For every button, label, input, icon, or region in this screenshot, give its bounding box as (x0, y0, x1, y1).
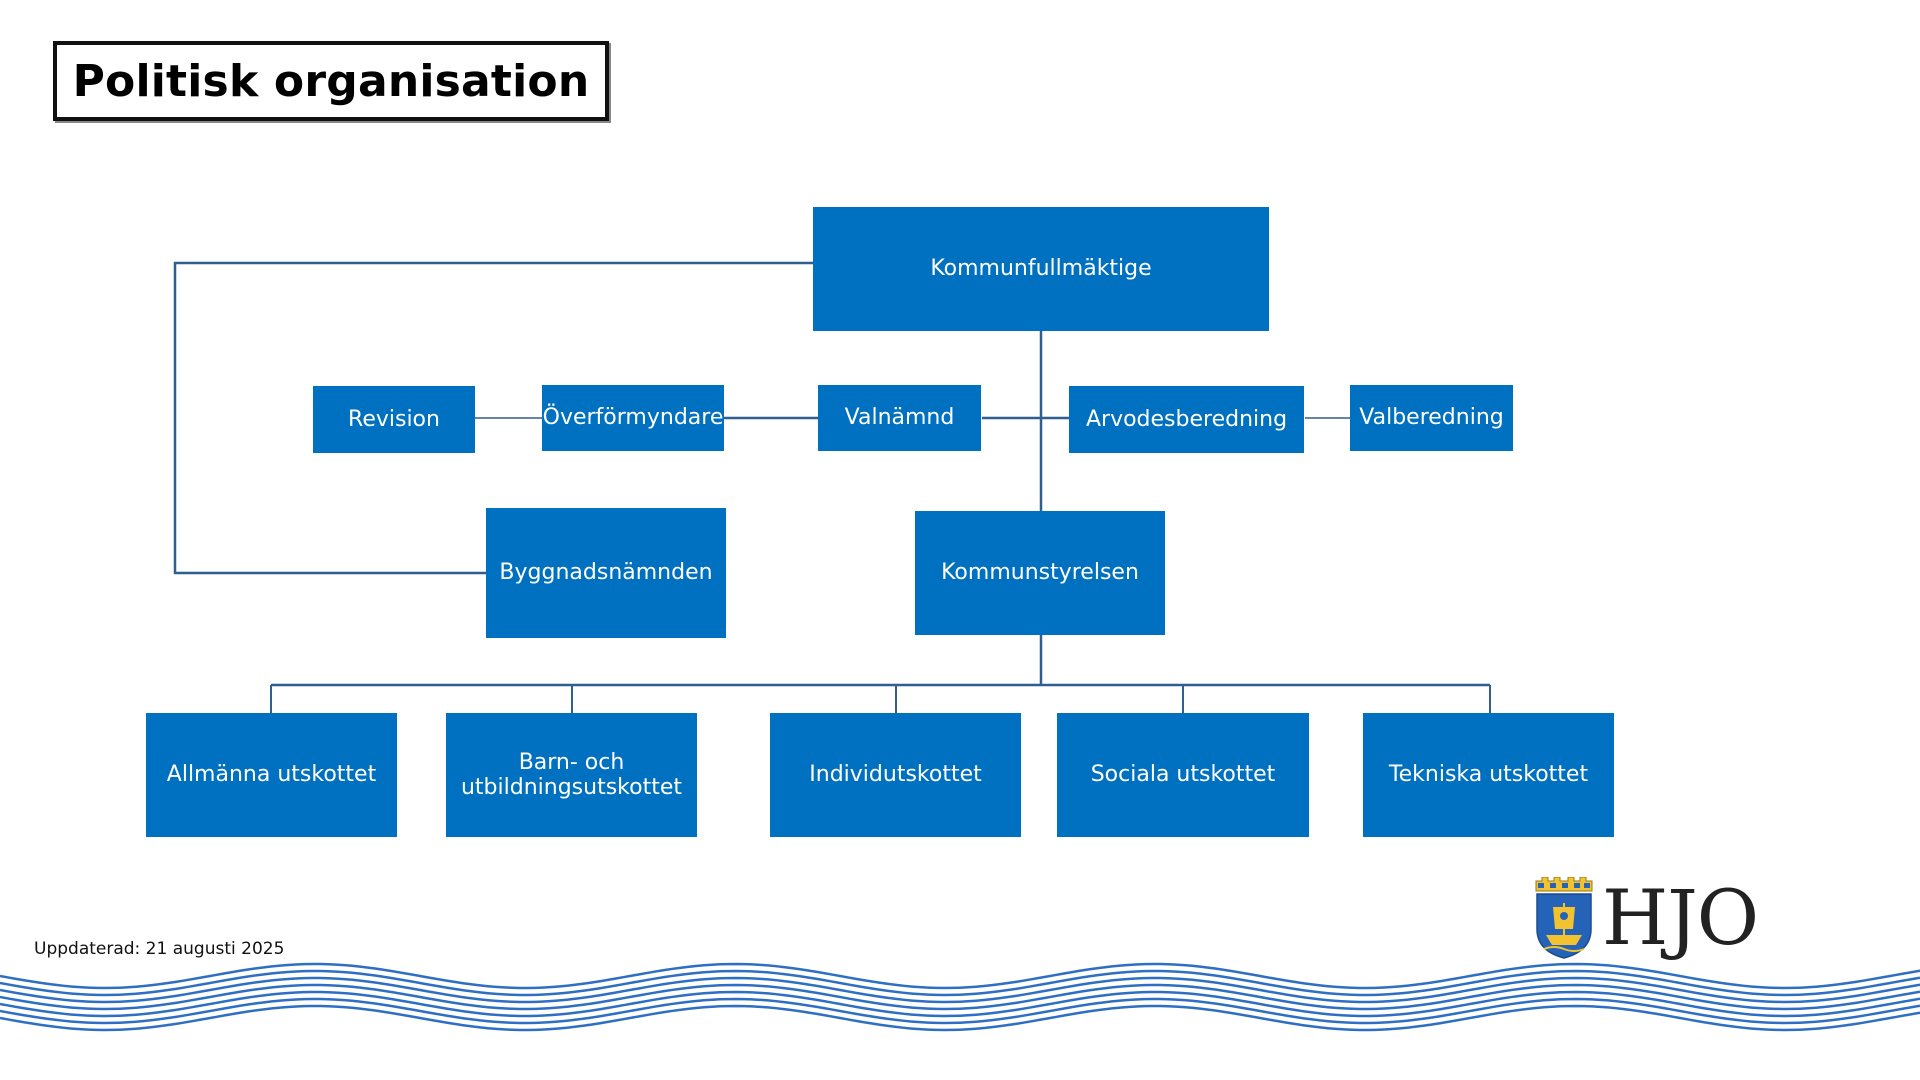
node-label: Revision (348, 406, 440, 432)
node-label: Kommunfullmäktige (930, 256, 1152, 282)
node-byggnadsnamnden: Byggnadsnämnden (486, 508, 726, 638)
node-sociala-utskottet: Sociala utskottet (1057, 713, 1309, 837)
wave-line (0, 983, 1920, 1011)
updated-date: Uppdaterad: 21 augusti 2025 (34, 939, 285, 959)
node-valnamnd: Valnämnd (818, 385, 981, 451)
logo-wordmark: HJO (1602, 873, 1759, 962)
connector-kf-byggnadsnamnden (173, 261, 813, 575)
node-label: Överförmyndare (542, 405, 724, 431)
node-label: Valberedning (1359, 405, 1504, 431)
wave-line (0, 969, 1920, 997)
node-allmanna-utskottet: Allmänna utskottet (146, 713, 397, 837)
node-label: Arvodesberedning (1085, 406, 1288, 432)
wave-line (0, 990, 1920, 1018)
node-individutskottet: Individutskottet (770, 713, 1021, 837)
node-kommunfullmaktige: Kommunfullmäktige (813, 207, 1269, 331)
node-label: Tekniska utskottet (1388, 762, 1589, 788)
coat-of-arms-icon (1535, 876, 1593, 959)
node-barn-utbildningsutskottet: Barn- och utbildningsutskottet (446, 713, 697, 837)
hjo-logo: HJO (1534, 873, 1759, 962)
node-label: Byggnadsnämnden (499, 560, 713, 586)
node-overformyndare: Överförmyndare (542, 385, 724, 451)
node-label: Sociala utskottet (1090, 762, 1276, 788)
wave-line (0, 997, 1920, 1025)
page-title-box: Politisk organisation (53, 41, 609, 121)
wave-line (0, 976, 1920, 1004)
decorative-waves (0, 962, 1920, 1032)
node-kommunstyrelsen: Kommunstyrelsen (915, 511, 1165, 635)
node-label: Kommunstyrelsen (941, 560, 1139, 586)
page-title: Politisk organisation (72, 55, 590, 107)
node-label: Allmänna utskottet (166, 762, 377, 788)
wave-line (0, 1004, 1920, 1032)
node-valberedning: Valberedning (1350, 385, 1513, 451)
wave-line (0, 962, 1920, 990)
node-tekniska-utskottet: Tekniska utskottet (1363, 713, 1614, 837)
node-label: Valnämnd (844, 405, 955, 431)
node-label: Barn- och utbildningsutskottet (460, 749, 682, 800)
node-label: Individutskottet (809, 762, 982, 788)
node-arvodesberedning: Arvodesberedning (1069, 386, 1304, 453)
node-revision: Revision (313, 386, 475, 453)
